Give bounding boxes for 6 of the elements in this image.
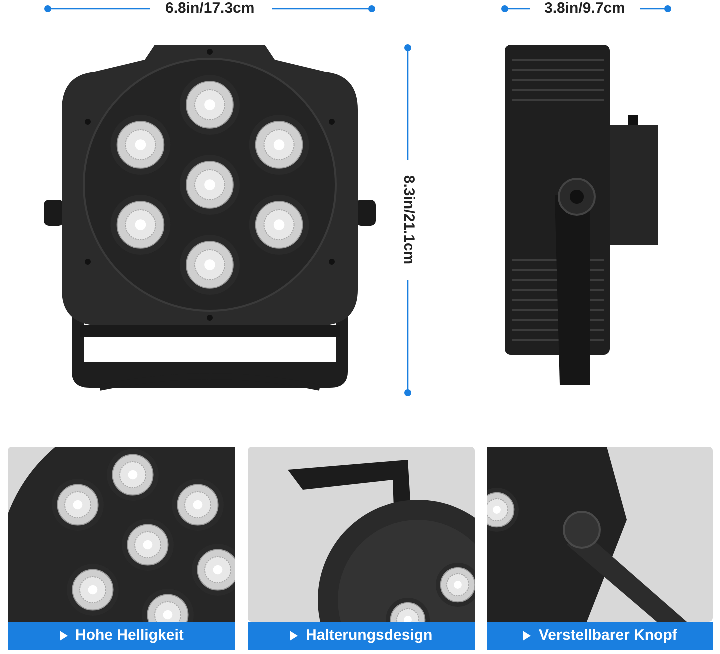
dimension-label: 8.3in/21.1cm [399, 175, 418, 265]
caption-text: Verstellbarer Knopf [539, 627, 678, 645]
caption-text: Hohe Helligkeit [76, 627, 184, 645]
dimension-label: 3.8in/9.7cm [544, 0, 626, 18]
caption-text: Halterungsdesign [306, 627, 433, 645]
dimension-label: 6.8in/17.3cm [166, 0, 255, 18]
